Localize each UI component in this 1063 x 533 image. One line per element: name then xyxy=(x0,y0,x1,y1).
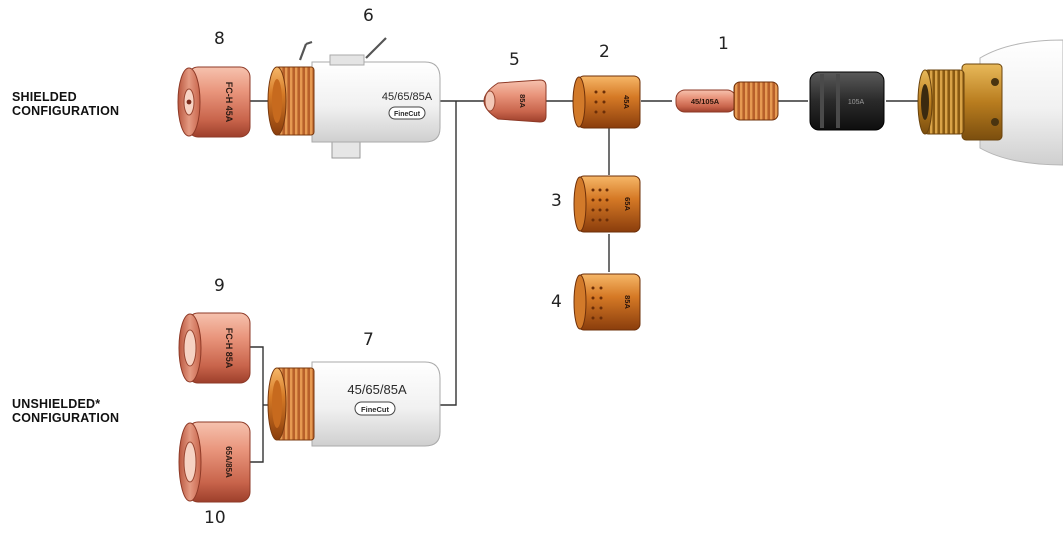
connector-7-bracket xyxy=(440,101,457,406)
part-6-retaining-cap: 45/65/85A FineCut xyxy=(267,37,441,159)
part-3-marking: 65A xyxy=(623,197,632,211)
part-10-deflector: 65A/85A xyxy=(178,421,251,503)
unshielded-label-line-1: UNSHIELDED* xyxy=(12,397,101,411)
black-cartridge: 105A xyxy=(809,71,885,131)
callout-8: 8 xyxy=(214,29,225,49)
part-8-shield: FC-H 45A xyxy=(177,66,251,138)
shielded-label-line-1: SHIELDED xyxy=(12,90,77,104)
callout-2: 2 xyxy=(599,42,610,62)
callout-10: 10 xyxy=(204,508,226,528)
shielded-configuration-label: SHIELDED CONFIGURATION xyxy=(12,90,119,118)
callout-7: 7 xyxy=(363,330,374,350)
part-5-marking: 85A xyxy=(518,94,527,108)
part-2-marking: 45A xyxy=(622,95,631,109)
part-4-swirl-ring: 85A xyxy=(573,273,641,331)
part-4-marking: 85A xyxy=(623,295,632,309)
part-1-electrode: 45/105A xyxy=(675,81,779,121)
callout-3: 3 xyxy=(551,191,562,211)
callout-6: 6 xyxy=(363,6,374,26)
part-9-marking: FC-H 85A xyxy=(224,328,234,369)
part-5-nozzle: 85A xyxy=(483,79,547,123)
torch-head xyxy=(917,39,1063,166)
part-7-badge: FineCut xyxy=(361,405,389,414)
callout-1: 1 xyxy=(718,34,729,54)
shielded-label-line-2: CONFIGURATION xyxy=(12,104,120,118)
unshielded-label-line-2: CONFIGURATION xyxy=(12,411,120,425)
callout-9: 9 xyxy=(214,276,225,296)
callout-5: 5 xyxy=(509,50,520,70)
part-6-badge: FineCut xyxy=(394,111,421,118)
part-9-deflector: FC-H 85A xyxy=(178,312,251,384)
part-7-retaining-cap: 45/65/85A FineCut xyxy=(267,361,441,447)
part-6-amps: 45/65/85A xyxy=(382,91,433,103)
unshielded-configuration-label: UNSHIELDED* CONFIGURATION xyxy=(12,397,119,425)
black-cartridge-marking: 105A xyxy=(848,99,865,106)
part-2-swirl-ring: 45A xyxy=(572,75,641,129)
part-8-marking: FC-H 45A xyxy=(224,82,234,123)
part-10-marking: 65A/85A xyxy=(224,446,233,478)
part-3-swirl-ring: 65A xyxy=(573,175,641,233)
part-1-marking: 45/105A xyxy=(691,97,720,106)
part-7-amps: 45/65/85A xyxy=(347,382,407,397)
connector-lines xyxy=(250,100,918,463)
callout-4: 4 xyxy=(551,292,562,312)
connector-9-10-bracket xyxy=(250,346,264,463)
